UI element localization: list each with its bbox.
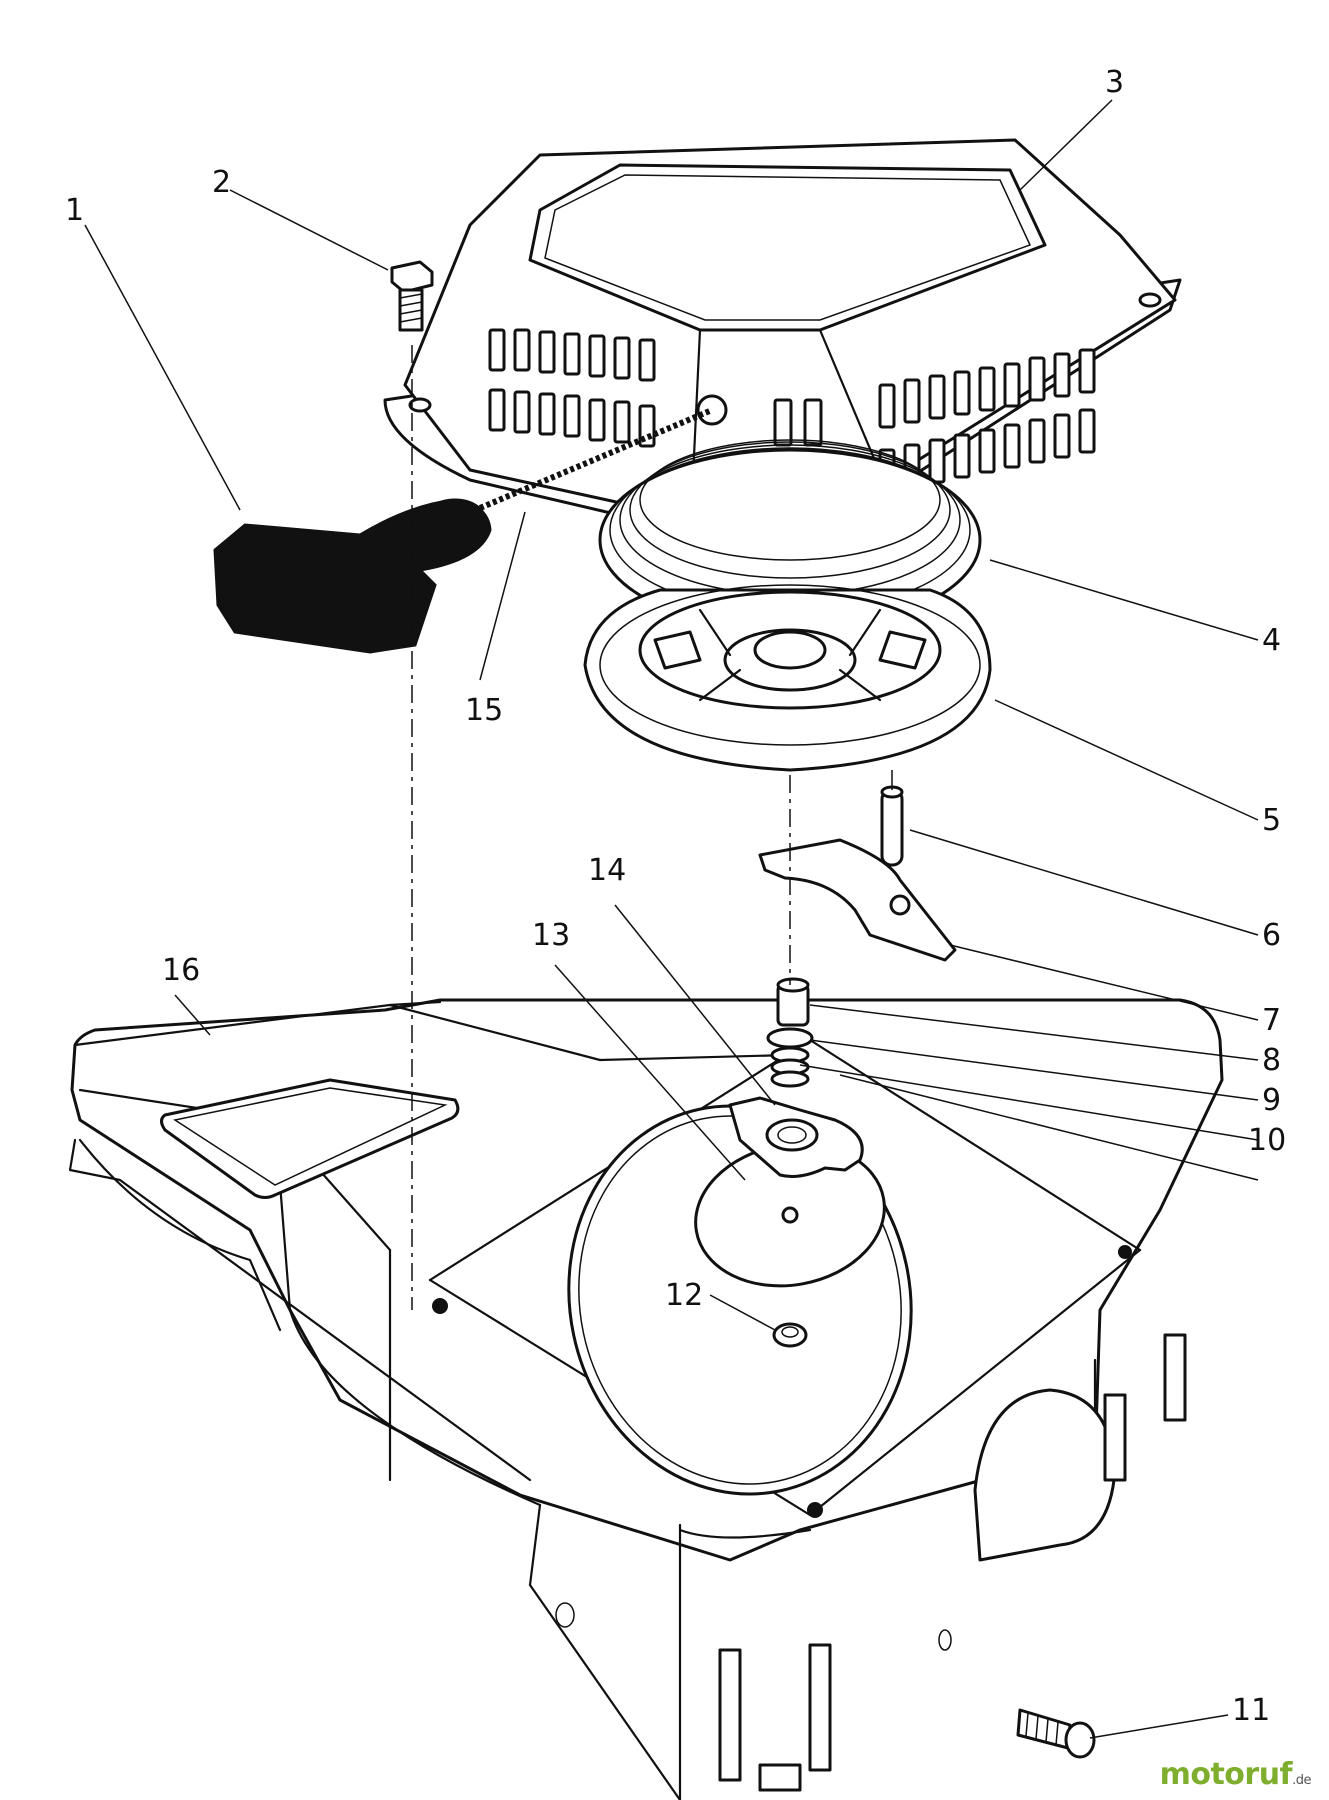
- watermark-tld: .de: [1292, 1773, 1311, 1788]
- pin: [880, 785, 904, 867]
- screw-11: [1016, 1708, 1096, 1759]
- friction-plate: [728, 1096, 864, 1178]
- assembly-lines: [411, 345, 893, 1310]
- callout-11: 11: [1232, 1693, 1270, 1728]
- starter-housing: [383, 138, 1182, 563]
- callout-8: 8: [1262, 1043, 1281, 1078]
- watermark-main: motoruf: [1159, 1757, 1293, 1792]
- leader-lines: [84, 99, 1259, 1739]
- callout-3: 3: [1105, 65, 1124, 100]
- callout-16: 16: [162, 953, 200, 988]
- site-watermark: motoruf.de: [1159, 1757, 1312, 1792]
- center-stack: [766, 977, 814, 1088]
- callout-2: 2: [212, 165, 231, 200]
- callout-15: 15: [465, 693, 503, 728]
- pulley: [598, 439, 982, 632]
- starter-handle: [213, 498, 492, 654]
- callout-1: 1: [65, 193, 84, 228]
- callout-9: 9: [1262, 1083, 1281, 1118]
- pawl: [758, 838, 957, 962]
- callout-labels: 1 2 3 4 5 6 7 8 9 10 11 12 13 14 15 16: [65, 65, 1286, 1728]
- spring-cup: [583, 584, 992, 772]
- screw-2: [390, 260, 434, 332]
- callout-5: 5: [1262, 803, 1281, 838]
- callout-4: 4: [1262, 623, 1281, 658]
- callout-7: 7: [1262, 1003, 1281, 1038]
- callout-12: 12: [665, 1278, 703, 1313]
- callout-13: 13: [532, 918, 570, 953]
- callout-6: 6: [1262, 918, 1281, 953]
- callout-14: 14: [588, 853, 626, 888]
- blower-housing: [68, 998, 1224, 1800]
- callout-10: 10: [1248, 1123, 1286, 1158]
- vent-slots-left: [488, 328, 656, 448]
- vent-slots-right: [878, 348, 1096, 494]
- center-nut: [772, 1322, 808, 1348]
